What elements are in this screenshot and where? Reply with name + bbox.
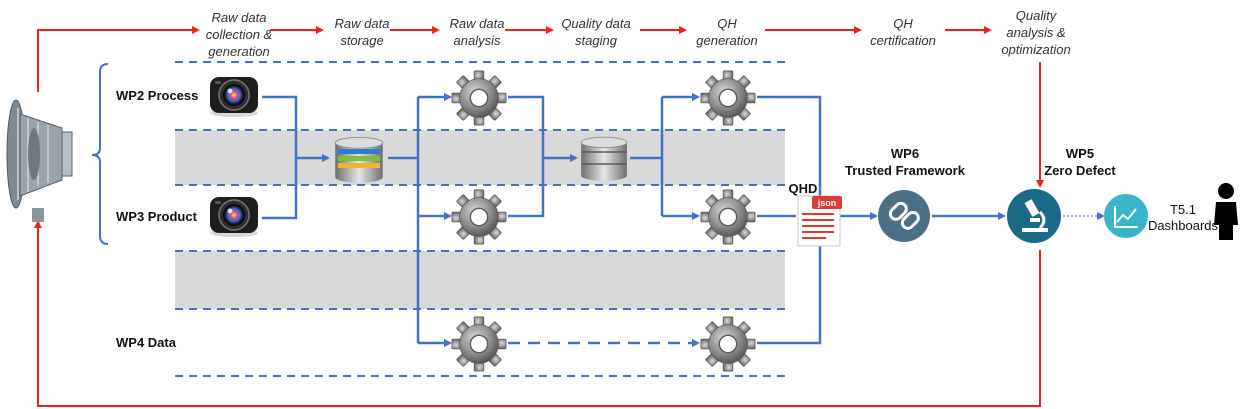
gear-icon [700, 316, 756, 372]
microscope-icon [1007, 189, 1061, 243]
gear-icon [700, 189, 756, 245]
red-process-flow [34, 26, 1044, 407]
camera-icon [209, 196, 259, 238]
blue-data-flow [262, 93, 1006, 347]
gear-icon [451, 70, 507, 126]
row-group-brace [91, 63, 109, 245]
gear-icon [451, 189, 507, 245]
dashed-separators [175, 61, 785, 377]
gear-icon [700, 70, 756, 126]
row-label-wp4: WP4 Data [116, 335, 177, 350]
row-label-wp2: WP2 Process [116, 88, 198, 103]
engine-icon [6, 99, 73, 222]
gray-band-lower [175, 251, 785, 309]
json-badge-text: json [817, 198, 837, 208]
person-icon [1214, 183, 1238, 240]
chain-link-icon [878, 190, 930, 242]
database-icon [580, 136, 628, 182]
camera-icon [209, 76, 259, 118]
line-chart-icon [1104, 194, 1148, 238]
json-file-icon: json [797, 195, 842, 247]
gray-band-upper [175, 130, 785, 185]
database-icon [334, 136, 384, 184]
gear-icon [451, 316, 507, 372]
row-label-wp3: WP3 Product [116, 209, 198, 224]
qhd-label: QHD [789, 181, 818, 196]
